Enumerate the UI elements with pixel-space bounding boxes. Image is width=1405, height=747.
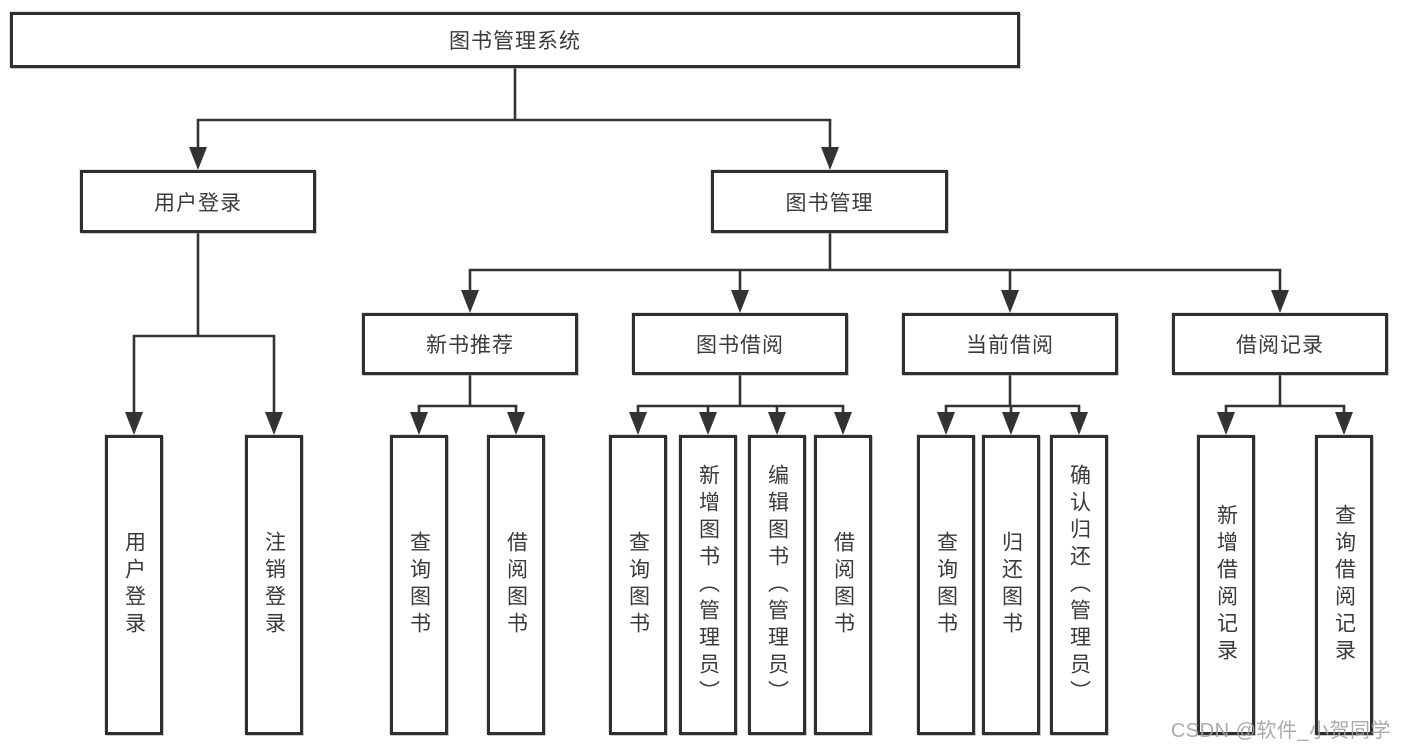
node-label: 当前借阅 <box>966 334 1054 357</box>
node-label: 新书推荐 <box>426 334 514 357</box>
node-user-login: 用户登录 <box>80 170 316 233</box>
node-library-management-system: 图书管理系统 <box>10 12 1020 68</box>
node-label: 图书管理 <box>785 191 874 215</box>
leaf-borrow-books-recommend: 借阅图书 <box>487 435 545 735</box>
leaf-query-books-recommend: 查询图书 <box>390 435 448 735</box>
csdn-watermark: CSDN @软件_小贺同学 <box>1170 720 1391 742</box>
leaf-user-login: 用户登录 <box>105 435 163 735</box>
node-label: 新增图书（管理员） <box>696 463 720 707</box>
node-label: 注销登录 <box>262 531 286 639</box>
node-book-management: 图书管理 <box>711 170 948 233</box>
node-new-book-recommend: 新书推荐 <box>362 313 578 375</box>
node-label: 查询图书 <box>407 531 431 639</box>
node-label: 用户登录 <box>122 531 146 639</box>
node-label: 新增借阅记录 <box>1214 504 1238 666</box>
leaf-add-borrow-record: 新增借阅记录 <box>1197 435 1255 735</box>
node-label: 图书借阅 <box>696 334 784 357</box>
node-label: 确认归还（管理员） <box>1067 463 1091 707</box>
node-book-borrowing: 图书借阅 <box>632 313 848 375</box>
leaf-query-books-borrowing: 查询图书 <box>609 435 667 735</box>
leaf-borrow-books: 借阅图书 <box>814 435 872 735</box>
leaf-return-books: 归还图书 <box>982 435 1040 735</box>
node-label: 查询借阅记录 <box>1332 504 1356 666</box>
node-label: 用户登录 <box>154 191 242 215</box>
node-label: 编辑图书（管理员） <box>765 463 789 707</box>
leaf-edit-books-admin: 编辑图书（管理员） <box>748 435 806 735</box>
node-label: 归还图书 <box>999 531 1023 639</box>
node-label: 借阅图书 <box>831 531 855 639</box>
leaf-logout: 注销登录 <box>245 435 303 735</box>
leaf-query-borrow-record: 查询借阅记录 <box>1315 435 1373 735</box>
node-current-borrowing: 当前借阅 <box>902 313 1118 375</box>
node-label: 查询图书 <box>934 531 958 639</box>
node-borrowing-records: 借阅记录 <box>1172 313 1388 375</box>
leaf-confirm-return-admin: 确认归还（管理员） <box>1050 435 1108 735</box>
leaf-query-books-current: 查询图书 <box>917 435 975 735</box>
node-label: 图书管理系统 <box>449 30 581 53</box>
leaf-add-books-admin: 新增图书（管理员） <box>679 435 737 735</box>
node-label: 借阅记录 <box>1236 334 1324 357</box>
node-label: 查询图书 <box>626 531 650 639</box>
node-label: 借阅图书 <box>504 531 528 639</box>
